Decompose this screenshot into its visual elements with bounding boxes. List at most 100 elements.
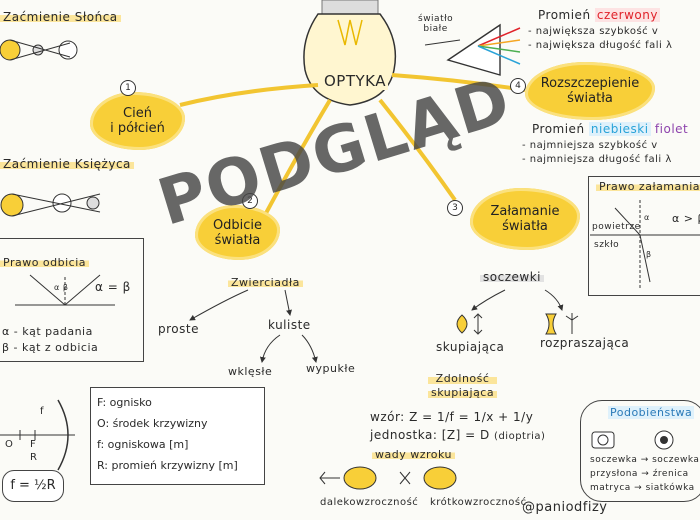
lens-power-unit: jednostka: [Z] = D (dioptria) bbox=[370, 428, 545, 442]
prism-sketch bbox=[424, 23, 521, 76]
air-label: powietrze bbox=[592, 222, 641, 232]
unit-label: jednostka: bbox=[370, 428, 438, 442]
symbols-legend: F: ognisko O: środek krzywizny f: ognisk… bbox=[90, 387, 265, 485]
topic-number-1: 1 bbox=[120, 80, 136, 96]
lens-power-formula: wzór: Z = 1/f = 1/x + 1/y bbox=[370, 410, 533, 424]
camera-eye-sketch bbox=[591, 430, 674, 450]
center-title: OPTYKA bbox=[322, 72, 389, 90]
solar-eclipse-heading: Zaćmienie Słońca bbox=[0, 10, 121, 24]
topic-shadow-line1: Cień bbox=[123, 106, 152, 121]
alpha-equals-beta: α = β bbox=[95, 280, 131, 294]
mirrors-label: Zwierciadła bbox=[228, 276, 303, 289]
legend-item-F: F: ognisko bbox=[97, 396, 152, 409]
diverging-lens-icon bbox=[545, 313, 579, 335]
refraction-law-sketch bbox=[590, 200, 700, 290]
blue-ray-word: niebieski bbox=[588, 122, 651, 136]
farsightedness-label: dalekowzroczność bbox=[320, 497, 419, 508]
lunar-eclipse-heading: Zaćmienie Księżyca bbox=[0, 157, 134, 171]
spherical-mirror-label: kuliste bbox=[268, 318, 311, 332]
converging-lens-icon bbox=[456, 313, 483, 335]
mirror-label-f: f bbox=[40, 406, 45, 417]
similarities-box bbox=[580, 400, 700, 502]
white-light-line1: światło bbox=[418, 14, 454, 24]
unit-name: (dioptria) bbox=[494, 431, 546, 442]
eye-defect-sketch bbox=[319, 466, 457, 490]
flat-mirror-label: proste bbox=[158, 322, 199, 336]
solar-eclipse-sketch bbox=[0, 39, 78, 61]
topic-reflection-line2: światła bbox=[214, 232, 261, 248]
similarities-label: Podobieństwa bbox=[608, 406, 695, 419]
lens-power-line2: skupiająca bbox=[428, 386, 498, 400]
curved-mirror-sketch bbox=[0, 399, 75, 471]
lenses-heading: soczewki bbox=[480, 270, 544, 284]
red-ray-fact-2: - największa długość fali λ bbox=[528, 40, 673, 51]
converging-lens-label: skupiająca bbox=[436, 340, 505, 354]
topic-number-2: 2 bbox=[242, 193, 258, 209]
similarity-row-2: przysłona → źrenica bbox=[590, 469, 689, 479]
mirrors-heading: Zwierciadła bbox=[228, 276, 303, 289]
glass-label: szkło bbox=[594, 240, 620, 250]
camera-part-2: przysłona bbox=[590, 469, 638, 479]
lunar-eclipse-label: Zaćmienie Księżyca bbox=[0, 157, 134, 171]
violet-ray-word: fiolet bbox=[654, 122, 689, 136]
white-light-line2: białe bbox=[423, 24, 448, 34]
reflection-law-box bbox=[0, 238, 144, 362]
concave-mirror-label: wklęsłe bbox=[228, 365, 273, 378]
legend-item-R: R: promień krzywizny [m] bbox=[97, 459, 238, 472]
nearsightedness-label: krótkowzroczność bbox=[430, 497, 527, 508]
formula-label: wzór: bbox=[370, 410, 405, 424]
red-ray-prefix: Promień bbox=[538, 8, 591, 22]
lens-power-line1: Zdolność bbox=[428, 372, 498, 386]
topic-dispersion: Rozszczepienie światła bbox=[525, 62, 655, 120]
topic-shadow-line2: i półcień bbox=[110, 121, 165, 136]
reflection-law-sketch bbox=[15, 274, 115, 306]
topic-refraction: Załamanie światła bbox=[470, 188, 580, 250]
eye-part-2: źrenica bbox=[652, 469, 689, 479]
eye-defects-heading: wady wzroku bbox=[372, 448, 456, 461]
blue-ray-heading: Promień niebieski fiolet bbox=[532, 122, 688, 136]
topic-reflection-line1: Odbicie bbox=[212, 217, 263, 233]
eye-defects-label: wady wzroku bbox=[372, 448, 456, 461]
angle-alpha-label: α bbox=[644, 213, 650, 222]
topic-dispersion-line1: Rozszczepienie bbox=[540, 76, 640, 91]
topic-refraction-line1: Załamanie bbox=[490, 204, 560, 219]
mirror-label-R: R bbox=[30, 452, 38, 463]
topic-reflection: Odbicie światła bbox=[195, 205, 280, 260]
mirror-label-o: O bbox=[5, 439, 14, 450]
reflection-angle-text: β - kąt z odbicia bbox=[2, 341, 99, 354]
angle-beta-label: β bbox=[646, 250, 652, 259]
alpha-gt-beta: α > β bbox=[672, 212, 700, 225]
reflection-angles-small: α β bbox=[54, 283, 69, 292]
eye-part-3: siatkówka bbox=[645, 483, 695, 493]
author-signature: @paniodfizy bbox=[522, 500, 608, 515]
camera-part-1: soczewka bbox=[590, 455, 638, 465]
white-light-label: światło białe bbox=[418, 14, 453, 34]
refraction-law-heading: Prawo załamania bbox=[596, 180, 700, 193]
topic-shadow: Cień i półcień bbox=[90, 92, 185, 150]
legend-item-O: O: środek krzywizny bbox=[97, 417, 208, 430]
formula-value: Z = 1/f = 1/x + 1/y bbox=[409, 410, 534, 424]
lenses-label: soczewki bbox=[480, 270, 544, 284]
red-ray-fact-1: - największa szybkość v bbox=[528, 26, 659, 37]
eye-part-1: soczewka bbox=[652, 455, 700, 465]
lens-power-heading: Zdolność skupiająca bbox=[428, 372, 498, 400]
focal-formula-box: f = ½R bbox=[2, 470, 64, 502]
incidence-angle-text: α - kąt padania bbox=[2, 325, 93, 338]
topic-dispersion-line2: światła bbox=[567, 91, 613, 106]
blue-ray-prefix: Promień bbox=[532, 122, 585, 136]
topic-refraction-line2: światła bbox=[502, 219, 548, 234]
camera-part-3: matryca bbox=[590, 483, 631, 493]
focal-formula: f = ½R bbox=[10, 478, 56, 493]
refraction-law-label: Prawo załamania bbox=[596, 180, 700, 193]
red-ray-word: czerwony bbox=[594, 8, 660, 22]
topic-number-4: 4 bbox=[510, 78, 526, 94]
red-ray-heading: Promień czerwony bbox=[538, 8, 660, 22]
similarity-row-3: matryca → siatkówka bbox=[590, 483, 695, 493]
diverging-lens-label: rozpraszająca bbox=[540, 336, 630, 350]
blue-ray-fact-1: - najmniejsza szybkość v bbox=[522, 140, 658, 151]
solar-eclipse-label: Zaćmienie Słońca bbox=[0, 10, 121, 24]
similarity-row-1: soczewka → soczewka bbox=[590, 455, 700, 465]
refraction-law-box bbox=[588, 176, 700, 296]
unit-value: [Z] = D bbox=[441, 428, 490, 442]
topic-number-3: 3 bbox=[447, 200, 463, 216]
